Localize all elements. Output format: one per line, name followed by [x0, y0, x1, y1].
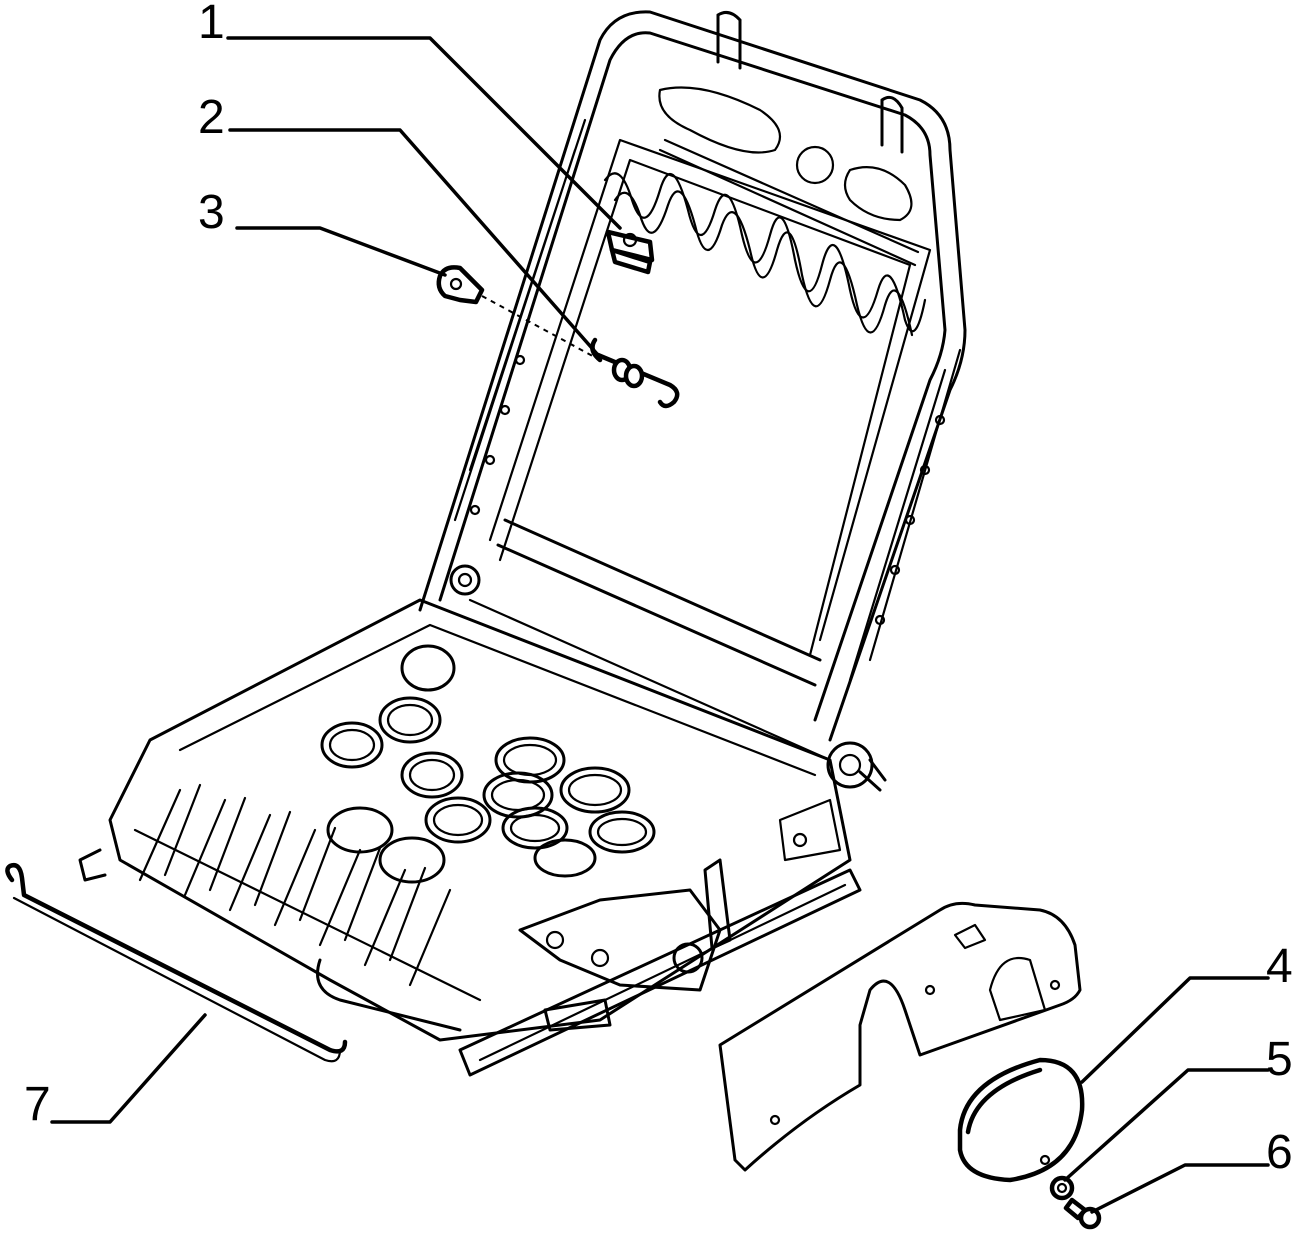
leader-5: [1063, 1068, 1270, 1182]
callout-2: 2: [198, 91, 225, 144]
seat-back-frame: [418, 10, 967, 792]
part-1-clip: [605, 229, 655, 275]
part-6-screw: [1063, 1197, 1102, 1230]
side-trim-panel: [718, 901, 1082, 1172]
leader-7: [50, 1013, 207, 1124]
leader-lines: [50, 36, 1270, 1214]
part-4-cover-cap: [957, 1057, 1085, 1183]
part-3-push-clip: [436, 265, 601, 361]
callout-labels: 1 2 3 4 5 6 7: [24, 0, 1293, 1179]
callout-7: 7: [24, 1078, 51, 1131]
leader-6: [1090, 1163, 1270, 1214]
callout-4: 4: [1266, 940, 1293, 993]
part-2-spring-hook: [590, 337, 680, 409]
leader-4: [1080, 976, 1270, 1084]
seat-cushion-frame: [78, 598, 862, 1077]
callout-6: 6: [1266, 1126, 1293, 1179]
part-5-washer: [1049, 1175, 1075, 1201]
leader-1: [226, 36, 622, 230]
part-7-rod: [5, 863, 348, 1063]
leader-3: [235, 226, 447, 277]
callout-5: 5: [1266, 1033, 1293, 1086]
callout-3: 3: [198, 186, 225, 239]
leader-2: [228, 128, 600, 357]
callout-1: 1: [198, 0, 225, 49]
